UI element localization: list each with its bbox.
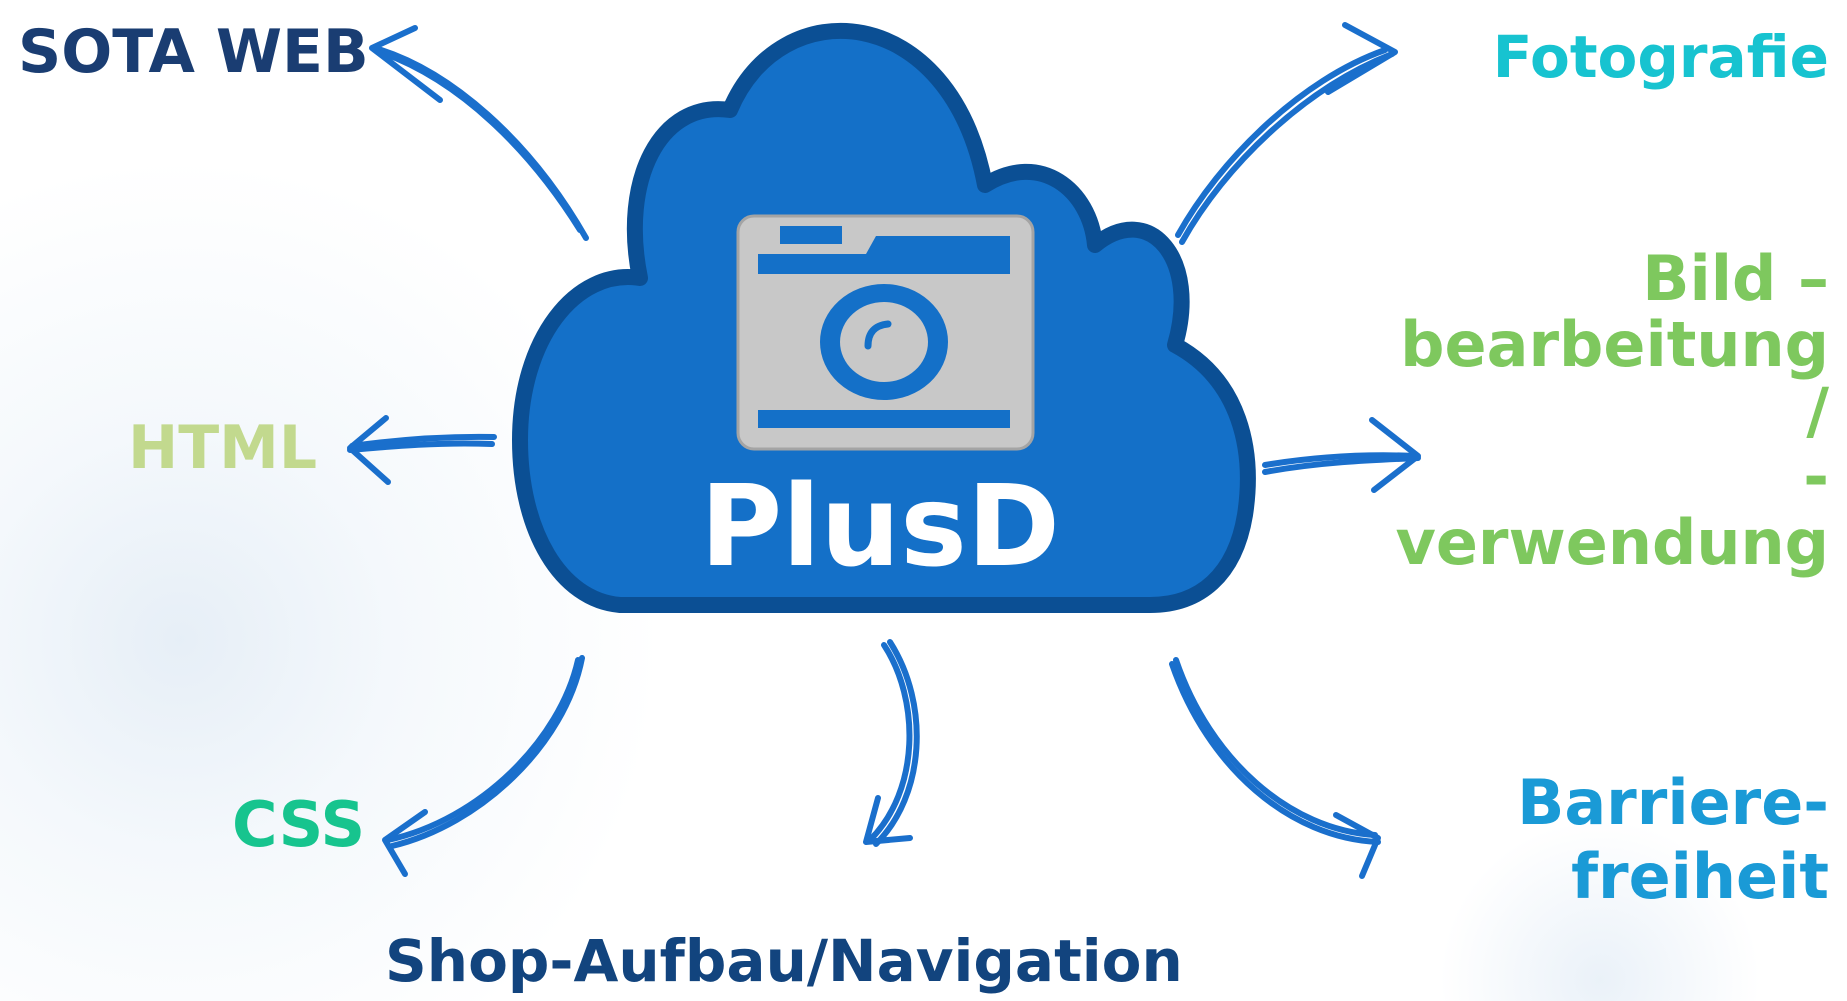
topic-bild-line: bearbeitung	[1400, 308, 1829, 381]
arrow-to-html	[347, 415, 497, 485]
arrow-to-bild	[1262, 417, 1421, 493]
topic-shop-navigation: Shop-Aufbau/Navigation	[385, 927, 1183, 995]
camera-icon	[736, 214, 1035, 451]
arrow-to-barriere	[1169, 657, 1381, 879]
topic-bild-line: /	[1806, 374, 1829, 447]
topic-sota-web: SOTA WEB	[18, 17, 369, 87]
center-label: PlusD	[700, 462, 1060, 592]
topic-fotografie: Fotografie	[1492, 23, 1829, 91]
arrow-to-sota-web	[369, 25, 589, 241]
arrow-to-css	[382, 655, 585, 877]
topic-css: CSS	[232, 788, 366, 861]
topic-barrierefreiheit: Barriere- freiheit	[1517, 766, 1829, 914]
topic-barriere-line: Barriere-	[1517, 766, 1829, 839]
topic-bild-line: verwendung	[1395, 506, 1829, 579]
topic-bild-line: -	[1803, 440, 1829, 513]
topic-bild-line: Bild –	[1642, 242, 1829, 315]
topic-bildbearbeitung: Bild – bearbeitung / - verwendung	[1395, 246, 1829, 576]
arrow-to-fotografie	[1175, 22, 1398, 245]
topic-html: HTML	[128, 413, 318, 483]
arrow-to-shop	[863, 639, 920, 847]
topic-barriere-line: freiheit	[1571, 840, 1829, 913]
